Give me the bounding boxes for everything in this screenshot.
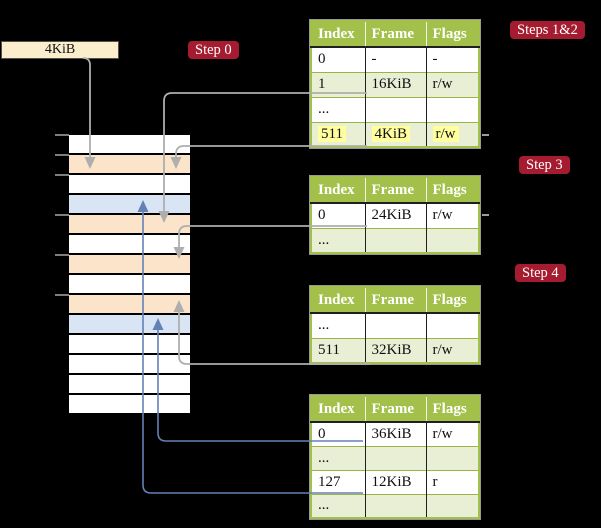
table-row: ... xyxy=(311,445,479,470)
cell-index: ... xyxy=(311,445,366,470)
cell-flags xyxy=(426,96,479,122)
table-row: 0 24KiB r/w xyxy=(311,203,479,228)
col-header-index: Index xyxy=(311,396,366,423)
cell-flags xyxy=(426,313,479,338)
cell-frame: 4KiB xyxy=(365,121,427,147)
cell-index: 1 xyxy=(311,71,366,97)
memory-frame-row-peach xyxy=(69,155,190,175)
memory-frame-row-white xyxy=(69,175,190,195)
cell-flags: - xyxy=(426,47,479,72)
table-row-highlighted: 511 4KiB r/w xyxy=(311,121,479,147)
cell-index: 511 xyxy=(311,121,366,147)
cr3-pointer-label: 4KiB xyxy=(44,42,76,57)
col-header-index: Index xyxy=(311,177,366,204)
header-row: Index Frame Flags xyxy=(311,21,479,48)
col-header-frame: Frame xyxy=(365,287,427,314)
cell-flags: r/w xyxy=(426,121,479,147)
badge-step-0: Step 0 xyxy=(188,41,239,59)
memory-frame-row-peach xyxy=(69,295,190,315)
badge-step-3: Step 3 xyxy=(519,156,570,174)
physical-memory-strip xyxy=(69,135,190,415)
cell-flags xyxy=(426,445,479,470)
col-header-index: Index xyxy=(311,21,366,48)
cell-index: ... xyxy=(311,493,366,518)
header-row: Index Frame Flags xyxy=(311,177,479,204)
cell-index: 0 xyxy=(311,203,366,228)
memory-frame-row-blue xyxy=(69,195,190,215)
memory-tick xyxy=(55,174,69,176)
memory-frame-row-peach xyxy=(69,255,190,275)
memory-frame-row-white xyxy=(69,395,190,415)
cell-flags: r/w xyxy=(426,422,479,446)
highlight: r/w xyxy=(432,125,459,142)
table-row: 0 - - xyxy=(311,47,479,72)
cell-flags: r/w xyxy=(426,337,479,363)
highlight: 4KiB xyxy=(371,125,411,142)
cell-flags xyxy=(426,493,479,518)
memory-tick xyxy=(55,154,69,156)
cell-frame xyxy=(365,96,427,122)
memory-frame-row-white xyxy=(69,335,190,355)
cell-frame: - xyxy=(365,47,427,72)
table-row: ... xyxy=(311,96,479,122)
col-header-flags: Flags xyxy=(426,287,479,314)
cell-index: 0 xyxy=(311,47,366,72)
table-row: 0 36KiB r/w xyxy=(311,422,479,446)
memory-frame-row-white xyxy=(69,235,190,255)
cell-frame xyxy=(365,313,427,338)
table-row: ... xyxy=(311,313,479,338)
col-header-flags: Flags xyxy=(426,396,479,423)
cell-index: 127 xyxy=(311,469,366,494)
cell-frame: 16KiB xyxy=(365,71,427,97)
memory-tick xyxy=(55,254,69,256)
col-header-flags: Flags xyxy=(426,21,479,48)
table-row: ... xyxy=(311,493,479,518)
cell-flags xyxy=(426,227,479,253)
cell-index: ... xyxy=(311,313,366,338)
cell-frame xyxy=(365,227,427,253)
page-table-step4: Index Frame Flags ... 511 32KiB r/w xyxy=(310,286,480,364)
memory-frame-row-white xyxy=(69,135,190,155)
cell-index: 511 xyxy=(311,337,366,363)
col-header-flags: Flags xyxy=(426,177,479,204)
cell-flags: r/w xyxy=(426,203,479,228)
badge-steps-1-2: Steps 1&2 xyxy=(510,21,585,39)
cell-frame xyxy=(365,445,427,470)
memory-tick xyxy=(55,214,69,216)
cell-frame: 12KiB xyxy=(365,469,427,494)
col-header-frame: Frame xyxy=(365,177,427,204)
cell-index: ... xyxy=(311,227,366,253)
table-row: ... xyxy=(311,227,479,253)
cell-frame: 32KiB xyxy=(365,337,427,363)
memory-tick xyxy=(55,134,69,136)
cell-index: ... xyxy=(311,96,366,122)
memory-frame-row-white xyxy=(69,375,190,395)
cell-frame: 36KiB xyxy=(365,422,427,446)
page-table-step3: Index Frame Flags 0 24KiB r/w ... xyxy=(310,176,480,254)
cell-frame xyxy=(365,493,427,518)
page-table-steps12: Index Frame Flags 0 - - 1 16KiB r/w ... … xyxy=(310,20,480,148)
highlight: 511 xyxy=(318,125,346,142)
cell-flags: r/w xyxy=(426,71,479,97)
memory-frame-row-peach xyxy=(69,215,190,235)
badge-step-4: Step 4 xyxy=(515,264,566,282)
memory-frame-row-white xyxy=(69,355,190,375)
table-row: 1 16KiB r/w xyxy=(311,71,479,97)
cell-flags: r xyxy=(426,469,479,494)
table-row: 127 12KiB r xyxy=(311,469,479,494)
cell-frame: 24KiB xyxy=(365,203,427,228)
col-header-frame: Frame xyxy=(365,396,427,423)
memory-frame-row-blue xyxy=(69,315,190,335)
col-header-frame: Frame xyxy=(365,21,427,48)
table-row: 511 32KiB r/w xyxy=(311,337,479,363)
header-row: Index Frame Flags xyxy=(311,396,479,423)
page-table-final: Index Frame Flags 0 36KiB r/w ... 127 12… xyxy=(310,395,480,519)
cr3-pointer-box: 4KiB xyxy=(1,41,119,59)
header-row: Index Frame Flags xyxy=(311,287,479,314)
col-header-index: Index xyxy=(311,287,366,314)
memory-tick xyxy=(55,294,69,296)
cell-index: 0 xyxy=(311,422,366,446)
memory-frame-row-white xyxy=(69,275,190,295)
